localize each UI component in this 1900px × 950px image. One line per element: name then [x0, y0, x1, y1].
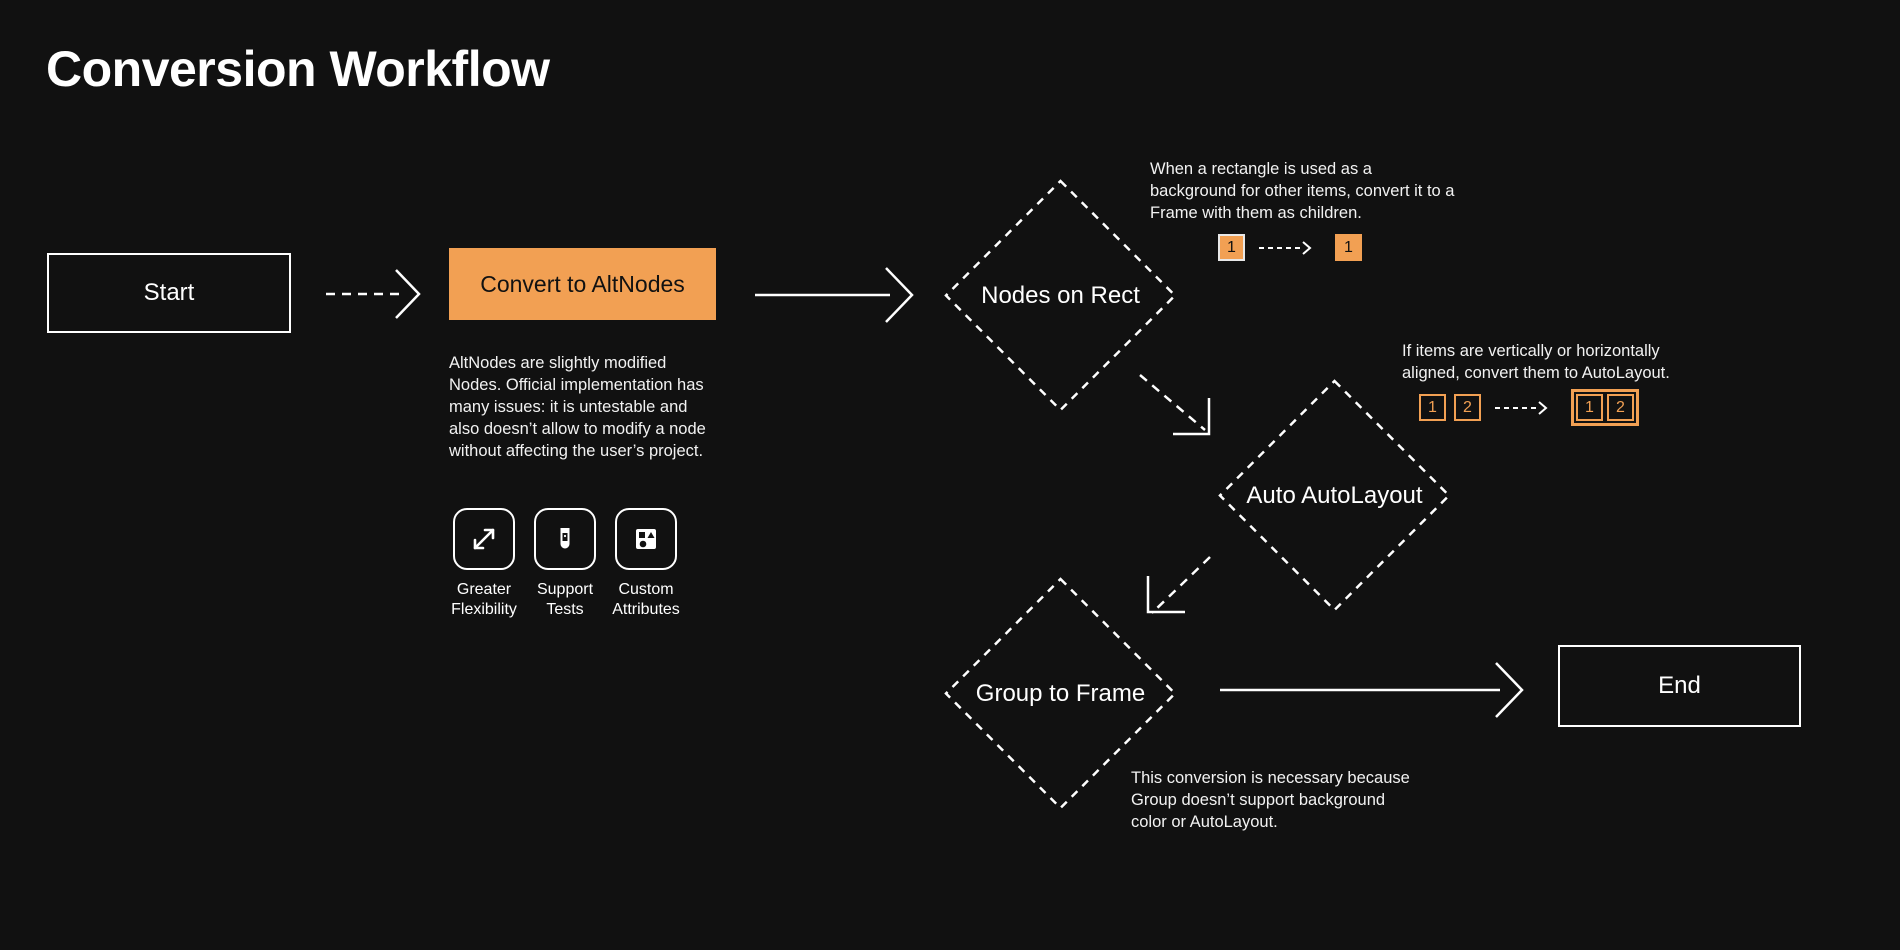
dashed-arrow-right-icon [1259, 240, 1312, 255]
node-start[interactable]: Start [47, 253, 291, 333]
node-end[interactable]: End [1558, 645, 1801, 727]
diamond-outline [944, 179, 1177, 412]
diamond-outline [944, 577, 1177, 810]
shapes-icon [636, 529, 656, 549]
node-convert-to-altnodes[interactable]: Convert to AltNodes [449, 248, 716, 320]
node-group-to-frame[interactable]: Group to Frame [943, 576, 1178, 811]
node-start-label: Start [143, 279, 195, 306]
feature-label-line1: Custom [618, 581, 674, 598]
node-group-to-frame-label: Group to Frame [975, 679, 1146, 707]
node-end-label: End [1658, 672, 1701, 699]
badge-item: 1 [1335, 234, 1362, 261]
connector-start-to-convert [326, 269, 421, 319]
node-nodes-on-rect-label: Nodes on Rect [981, 281, 1140, 309]
feature-support-tests-label: Support Tests [537, 580, 593, 620]
badge-group-before: 1 [1218, 234, 1245, 261]
badge-illustration-nodes-on-rect: 1 1 [1218, 234, 1362, 261]
feature-list: Greater Flexibility Support Tests [451, 508, 680, 620]
badge-illustration-auto-autolayout: 1 2 1 2 [1419, 389, 1639, 426]
diamond-outline [1218, 379, 1451, 612]
badge-item: 1 [1576, 394, 1603, 421]
feature-label-line2: Flexibility [451, 601, 517, 618]
badge-item: 1 [1419, 394, 1446, 421]
feature-label-line1: Greater [456, 581, 512, 598]
feature-custom-attributes-label: Custom Attributes [612, 580, 680, 620]
node-convert-label: Convert to AltNodes [480, 270, 685, 297]
feature-custom-attributes[interactable]: Custom Attributes [612, 508, 680, 620]
feature-custom-attributes-box [615, 508, 677, 570]
feature-greater-flexibility-box [453, 508, 515, 570]
badge-item: 2 [1607, 394, 1634, 421]
dashed-arrow-right-icon [1495, 400, 1548, 415]
page-title: Conversion Workflow [46, 41, 550, 97]
note-altnodes: AltNodes are slightly modified Nodes. Of… [449, 354, 706, 460]
badge-group-before: 1 2 [1419, 394, 1481, 421]
node-nodes-on-rect[interactable]: Nodes on Rect [943, 178, 1178, 413]
feature-support-tests[interactable]: Support Tests [533, 508, 597, 620]
feature-support-tests-box [534, 508, 596, 570]
connector-grouptoframe-to-end [1220, 662, 1524, 718]
note-auto-autolayout: If items are vertically or horizontally … [1402, 342, 1670, 382]
feature-greater-flexibility[interactable]: Greater Flexibility [451, 508, 517, 620]
test-tube-icon [560, 528, 570, 549]
feature-label-line2: Tests [546, 601, 584, 618]
note-nodes-on-rect: When a rectangle is used as a background… [1150, 160, 1455, 222]
node-auto-autolayout-label: Auto AutoLayout [1246, 481, 1423, 509]
badge-item: 1 [1218, 234, 1245, 261]
feature-label-line2: Attributes [612, 601, 680, 618]
connector-convert-to-nodeson-rect [755, 267, 914, 323]
feature-label-line1: Support [536, 581, 594, 598]
badge-item: 2 [1454, 394, 1481, 421]
expand-arrows-icon [473, 528, 495, 550]
badge-group-after: 1 2 [1571, 389, 1639, 426]
feature-greater-flexibility-label: Greater Flexibility [451, 580, 517, 620]
node-auto-autolayout[interactable]: Auto AutoLayout [1217, 378, 1452, 613]
badge-group-after: 1 [1335, 234, 1362, 261]
note-group-to-frame: This conversion is necessary because Gro… [1131, 769, 1410, 831]
